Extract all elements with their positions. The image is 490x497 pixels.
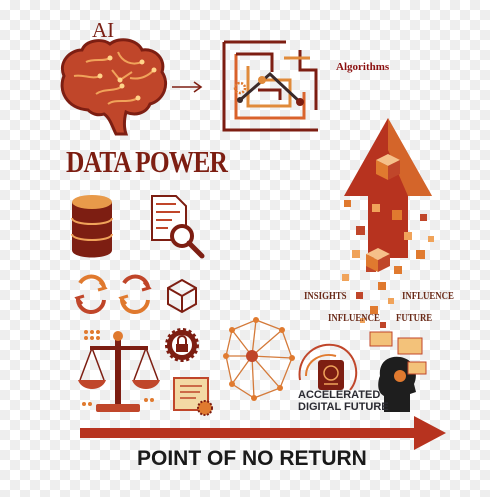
dot-grid-icon <box>82 330 154 406</box>
screen-panels-icon <box>369 331 427 375</box>
human-head-icon <box>378 356 416 412</box>
network-hub-icon <box>223 317 295 401</box>
upward-arrow-icon <box>344 118 432 258</box>
data-power-heading: DATA POWER <box>66 144 228 179</box>
recycle-icon <box>74 274 108 314</box>
circuit-maze-icon <box>222 40 318 132</box>
accelerated-text: ACCELERATED <box>298 389 381 401</box>
swirl-icon <box>298 343 358 391</box>
influence-label-bottom: INFLUENCE <box>328 313 380 324</box>
balance-scale-icon <box>78 331 160 412</box>
main-arrow-icon <box>80 416 446 450</box>
cube-particles-icon <box>342 200 434 328</box>
recycle-icon-2 <box>118 274 152 314</box>
insights-label: INSIGHTS <box>304 291 347 302</box>
page-title: AI <box>92 18 115 42</box>
cube-icon <box>167 278 197 314</box>
algorithms-label: Algorithms <box>336 61 390 73</box>
circuit-gear-icon <box>233 81 247 95</box>
right-arrow-icon <box>172 81 203 93</box>
passport-icon <box>318 360 344 390</box>
digital-future-text: DIGITAL FUTURE <box>298 401 389 413</box>
padlock-gear-icon <box>165 328 199 362</box>
future-label: FUTURE <box>396 313 433 324</box>
scroll-gear-icon <box>173 377 213 416</box>
brain-icon <box>60 38 167 136</box>
point-of-no-return-label: POINT OF NO RETURN <box>137 447 367 470</box>
database-icon <box>71 195 113 258</box>
influence-label-top: INFLUENCE <box>402 291 454 302</box>
accelerated-digital-future-label: ACCELERATED DIGITAL FUTURE <box>298 389 389 413</box>
document-search-icon <box>151 195 205 259</box>
